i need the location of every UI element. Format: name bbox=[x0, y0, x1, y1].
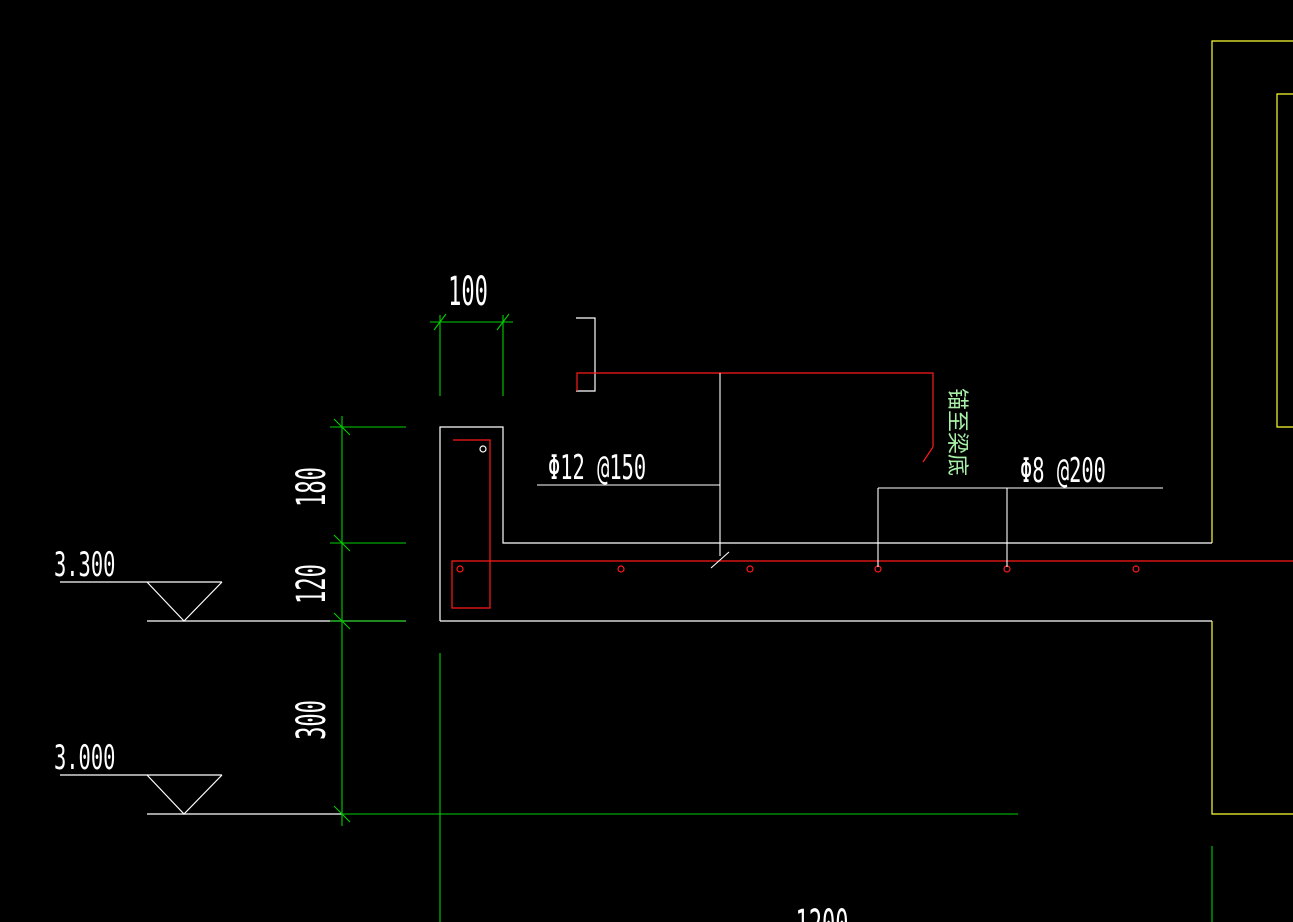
stirrup-upturn bbox=[451, 439, 1293, 609]
rebar-dot bbox=[456, 565, 464, 573]
rebar-group bbox=[451, 372, 1293, 609]
anchor-hook-tick bbox=[922, 446, 934, 463]
rebar-dot bbox=[617, 565, 625, 573]
dim-text-300: 300 bbox=[288, 700, 335, 740]
dim-tick-621 bbox=[333, 612, 351, 630]
elevation-text-upper: 3.300 bbox=[54, 544, 115, 584]
dim-text-1200: 1200 bbox=[796, 901, 849, 922]
slab-outline bbox=[147, 317, 1212, 815]
rebar-dot bbox=[1132, 565, 1140, 573]
elevation-marker-lower bbox=[60, 774, 223, 815]
dim-tick-427 bbox=[333, 418, 351, 436]
yellow-frame-lower bbox=[1211, 621, 1293, 815]
yellow-frame-inner bbox=[1276, 93, 1293, 428]
elevation-triangle-icon bbox=[146, 581, 223, 622]
leader-lines bbox=[537, 373, 1163, 569]
anchor-note: 锚至梁底 bbox=[944, 388, 969, 476]
dim-100-tick-left bbox=[433, 313, 447, 331]
top-bar-anchor bbox=[576, 372, 934, 447]
dim-100-tick-right bbox=[496, 313, 510, 331]
hook-bracket bbox=[576, 317, 596, 392]
rebar-label-distribution: Φ8 @200 bbox=[1020, 450, 1106, 490]
elevation-triangle-icon bbox=[146, 774, 223, 815]
elevation-text-lower: 3.000 bbox=[54, 737, 115, 777]
yellow-frame bbox=[1211, 40, 1293, 815]
dim-tick-543 bbox=[333, 534, 351, 552]
leader-main-tick bbox=[710, 551, 730, 569]
elevation-marker-upper bbox=[60, 581, 223, 622]
rebar-label-main: Φ12 @150 bbox=[548, 447, 646, 487]
upturn-and-slab-top bbox=[439, 426, 1212, 621]
yellow-frame-outer bbox=[1211, 40, 1293, 543]
dim-tick-814 bbox=[333, 805, 351, 823]
dimension-lines bbox=[330, 313, 1213, 922]
dim-text-180: 180 bbox=[288, 467, 335, 507]
dim-text-100: 100 bbox=[448, 268, 488, 315]
dim-text-120: 120 bbox=[288, 564, 335, 604]
rebar-dot bbox=[479, 445, 487, 453]
rebar-dot bbox=[746, 565, 754, 573]
